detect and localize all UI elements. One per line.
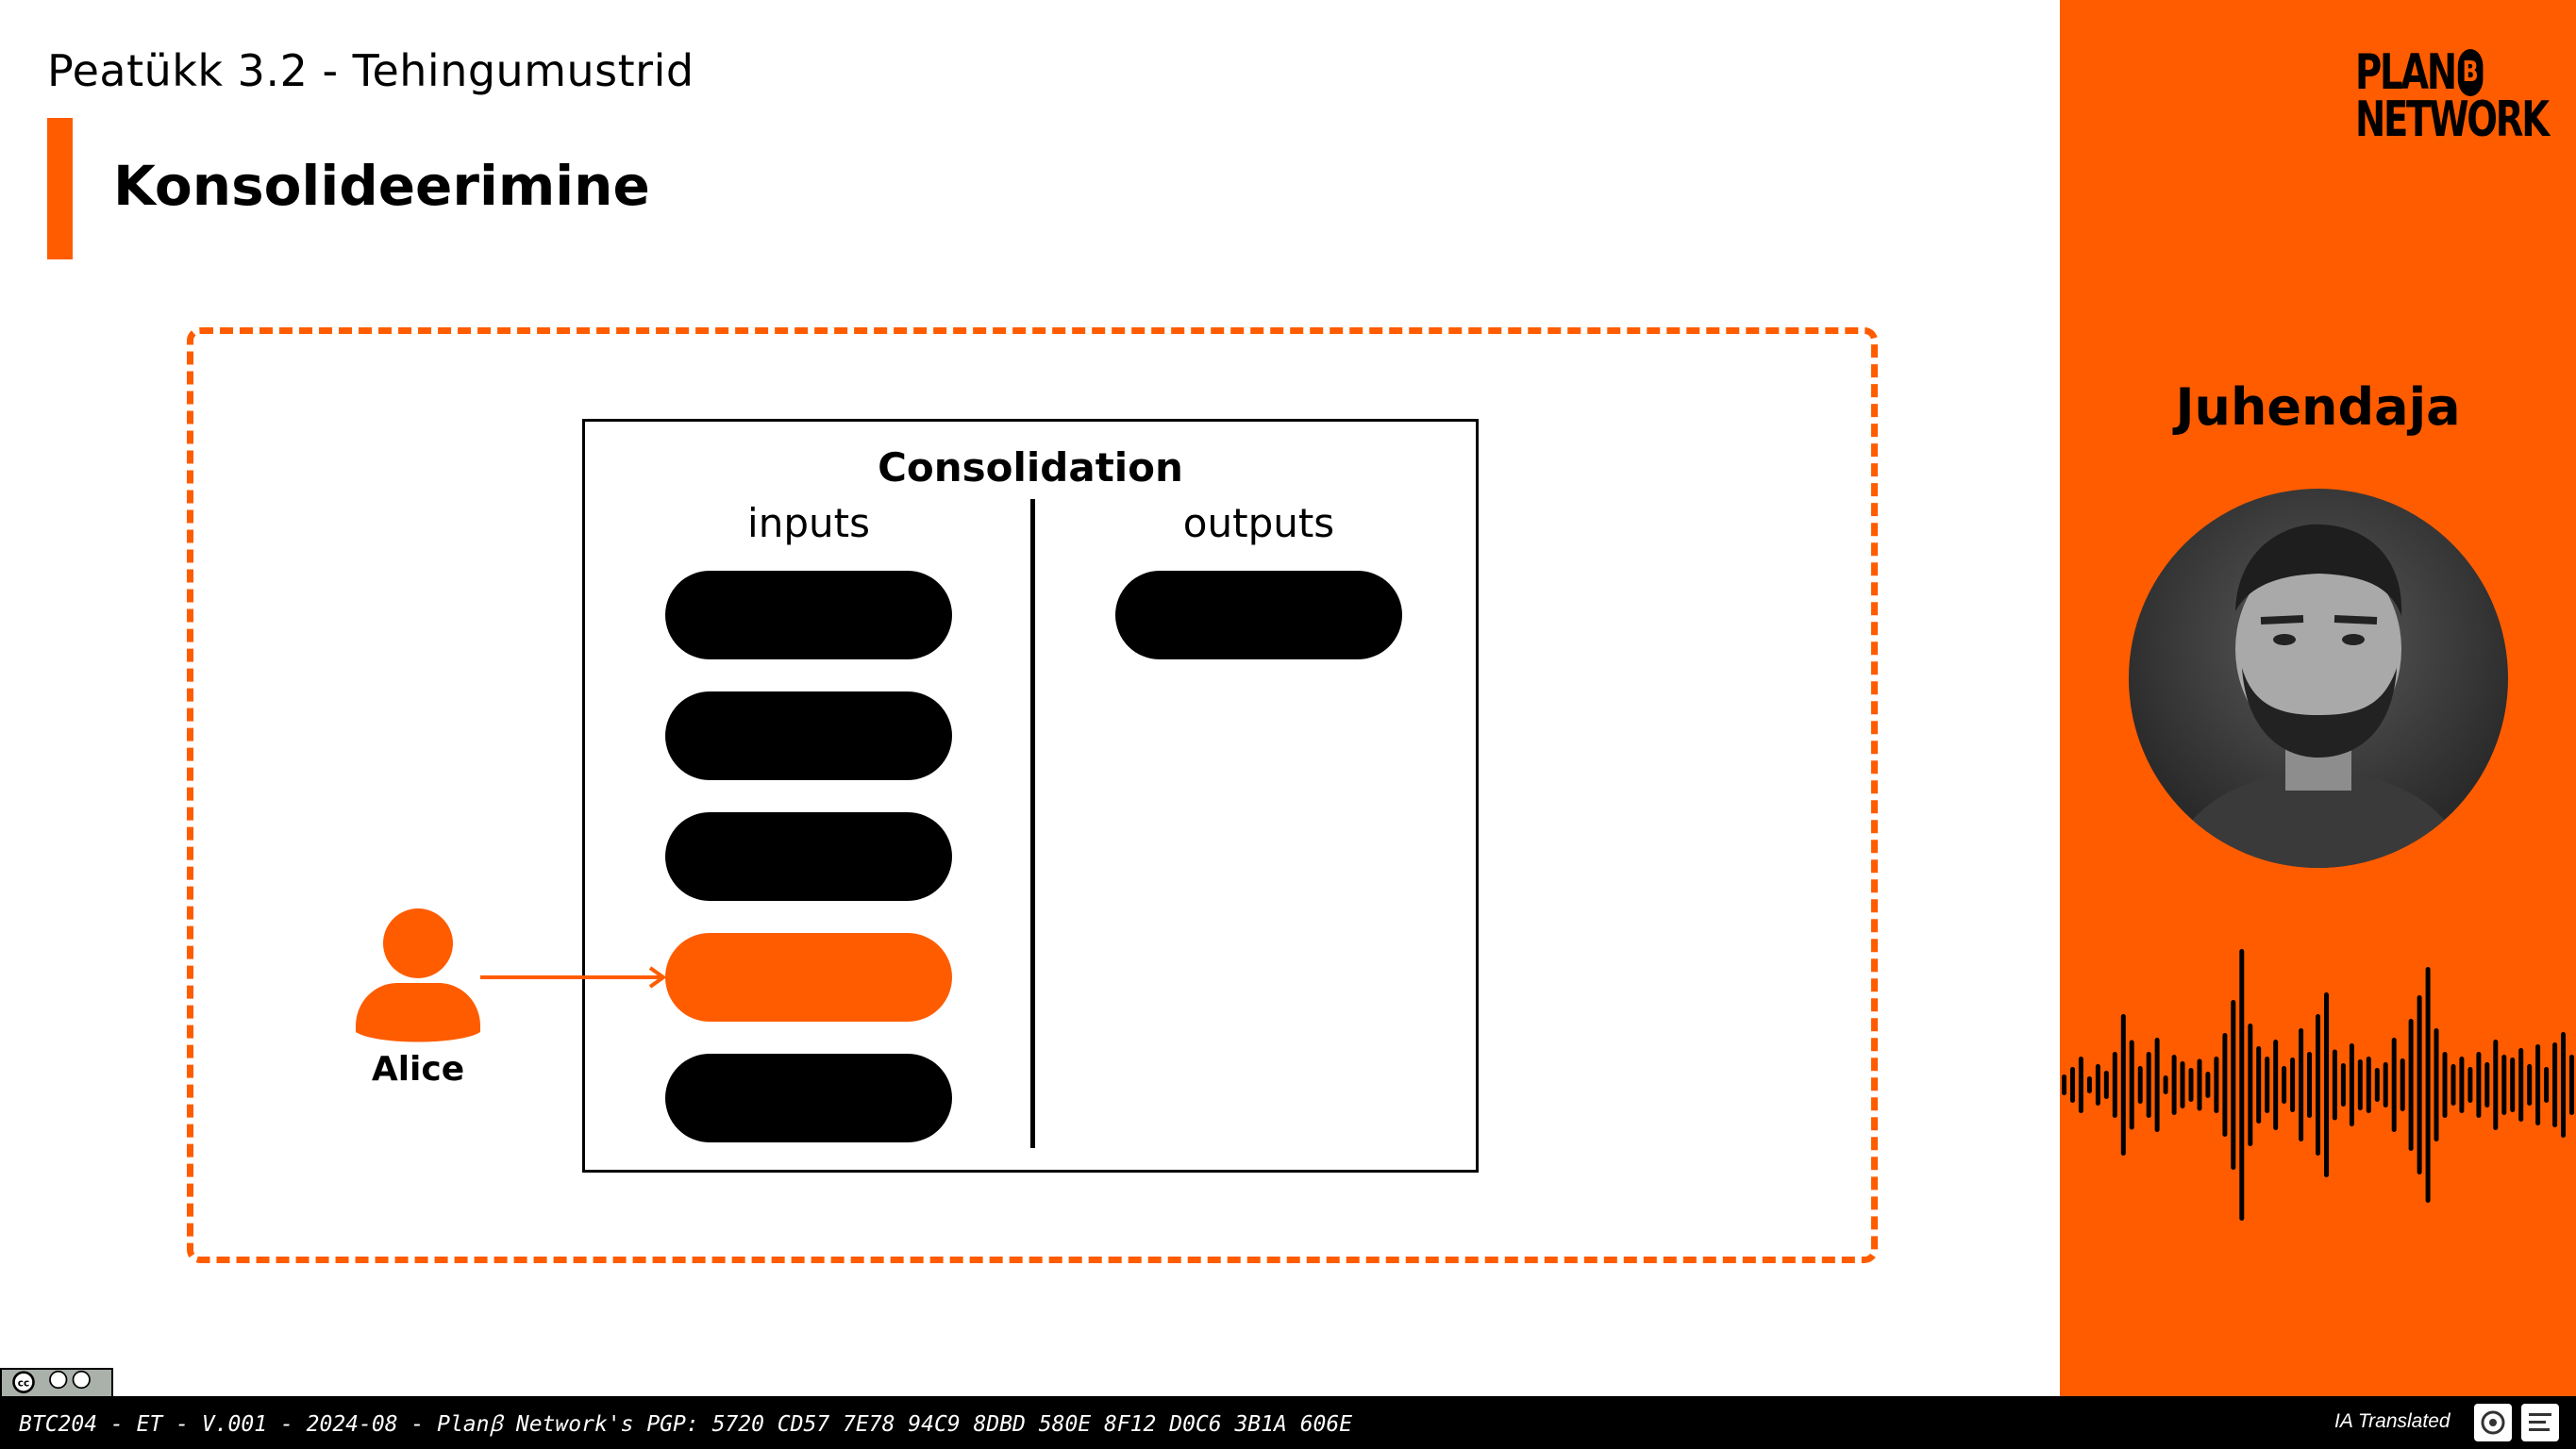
waveform-bar — [2434, 1028, 2439, 1141]
logo-network-text: NETWORK — [2355, 92, 2550, 148]
waveform-bar — [2332, 1049, 2337, 1121]
inputs-label: inputs — [747, 500, 870, 546]
waveform-bar — [2086, 1076, 2092, 1093]
waveform-bar — [2256, 1046, 2262, 1124]
title-accent-bar — [47, 118, 73, 259]
waveform-bar — [2231, 1000, 2236, 1170]
waveform-bar — [2188, 1068, 2194, 1102]
waveform-bar — [2451, 1064, 2456, 1106]
input-pill — [665, 812, 952, 901]
waveform-bar — [2282, 1066, 2287, 1104]
person-icon — [356, 908, 480, 1042]
waveform-bar — [2408, 1019, 2414, 1151]
waveform-bar — [2095, 1064, 2100, 1106]
waveform-bar — [2417, 995, 2422, 1174]
waveform-bar — [2527, 1064, 2533, 1106]
waveform-bar — [2518, 1048, 2524, 1122]
waveform-bar — [2146, 1052, 2151, 1118]
waveform-bar — [2290, 1058, 2296, 1112]
waveform-bar — [2248, 1024, 2253, 1146]
creative-commons-icon: cc — [0, 1368, 113, 1398]
ia-translated-label: IA Translated — [2334, 1410, 2451, 1432]
waveform-bar — [2154, 1038, 2160, 1132]
waveform-bar — [2535, 1044, 2541, 1125]
waveform-bar — [2476, 1052, 2482, 1118]
waveform-bar — [2544, 1067, 2550, 1103]
arrow-right-icon — [480, 966, 667, 989]
waveform-bar — [2552, 1042, 2558, 1127]
waveform-bar — [2112, 1052, 2117, 1118]
waveform-bar — [2214, 1057, 2219, 1113]
waveform-bar — [2501, 1055, 2507, 1115]
transaction-box: Consolidation inputs outputs — [582, 419, 1479, 1173]
output-pill — [1115, 571, 1402, 659]
waveform-bar — [2137, 1066, 2143, 1104]
waveform-bar — [2171, 1055, 2177, 1115]
waveform-bar — [2569, 1055, 2574, 1115]
logo-b-symbol: B — [2457, 49, 2484, 96]
waveform-bar — [2163, 1075, 2168, 1094]
transaction-title: Consolidation — [878, 444, 1183, 491]
openai-icon — [2474, 1404, 2512, 1441]
waveform-bar — [2205, 1072, 2211, 1098]
waveform-bar — [2459, 1057, 2465, 1113]
outputs-label: outputs — [1182, 500, 1335, 546]
audio-waveform — [2062, 949, 2574, 1221]
waveform-bar — [2493, 1040, 2499, 1130]
chapter-title: Peatükk 3.2 - Tehingumustrid — [47, 45, 694, 96]
waveform-bar — [2442, 1052, 2448, 1118]
waveform-bar — [2561, 1032, 2566, 1138]
waveform-bar — [2349, 1043, 2354, 1126]
waveform-bar — [2265, 1057, 2270, 1113]
input-pill-alice — [665, 933, 952, 1022]
waveform-bar — [2273, 1040, 2279, 1130]
waveform-bar — [2070, 1067, 2075, 1103]
waveform-bar — [2374, 1068, 2380, 1102]
waveform-bar — [2120, 1014, 2126, 1156]
input-pill — [665, 571, 952, 659]
waveform-bar — [2062, 1074, 2066, 1095]
input-pill — [665, 1054, 952, 1142]
slide-title: Konsolideerimine — [113, 154, 650, 218]
waveform-bar — [2484, 1062, 2490, 1108]
waveform-bar — [2357, 1059, 2363, 1110]
waveform-bar — [2299, 1028, 2304, 1141]
waveform-bar — [2197, 1058, 2202, 1111]
svg-text:cc: cc — [18, 1378, 29, 1390]
instructor-avatar — [2129, 489, 2508, 868]
waveform-bar — [2467, 1067, 2473, 1103]
dashed-frame — [187, 327, 1878, 1263]
waveform-bar — [2316, 1014, 2320, 1156]
alice-label: Alice — [371, 1050, 465, 1089]
instructor-label: Juhendaja — [2175, 377, 2461, 437]
waveform-bar — [2103, 1071, 2109, 1099]
waveform-bar — [2307, 1052, 2312, 1118]
waveform-bar — [2324, 992, 2329, 1177]
column-divider — [1030, 499, 1035, 1148]
footer-text: BTC204 - ET - V.001 - 2024-08 - Planꞵ Ne… — [19, 1412, 1353, 1437]
waveform-bar — [2222, 1033, 2228, 1137]
lab-icon — [2521, 1404, 2559, 1441]
waveform-bar — [2510, 1058, 2516, 1112]
waveform-bar — [2400, 1058, 2405, 1111]
waveform-bar — [2180, 1061, 2185, 1108]
waveform-bar — [2078, 1057, 2083, 1113]
input-pill — [665, 691, 952, 780]
waveform-bar — [2129, 1040, 2134, 1130]
waveform-bar — [2383, 1062, 2388, 1108]
waveform-bar — [2340, 1063, 2346, 1107]
waveform-bar — [2239, 949, 2245, 1221]
waveform-bar — [2391, 1038, 2397, 1132]
footer-bar: BTC204 - ET - V.001 - 2024-08 - Planꞵ Ne… — [0, 1396, 2576, 1449]
waveform-bar — [2425, 967, 2431, 1203]
logo-plan-text: PLAN — [2355, 44, 2457, 101]
waveform-bar — [2366, 1057, 2371, 1113]
